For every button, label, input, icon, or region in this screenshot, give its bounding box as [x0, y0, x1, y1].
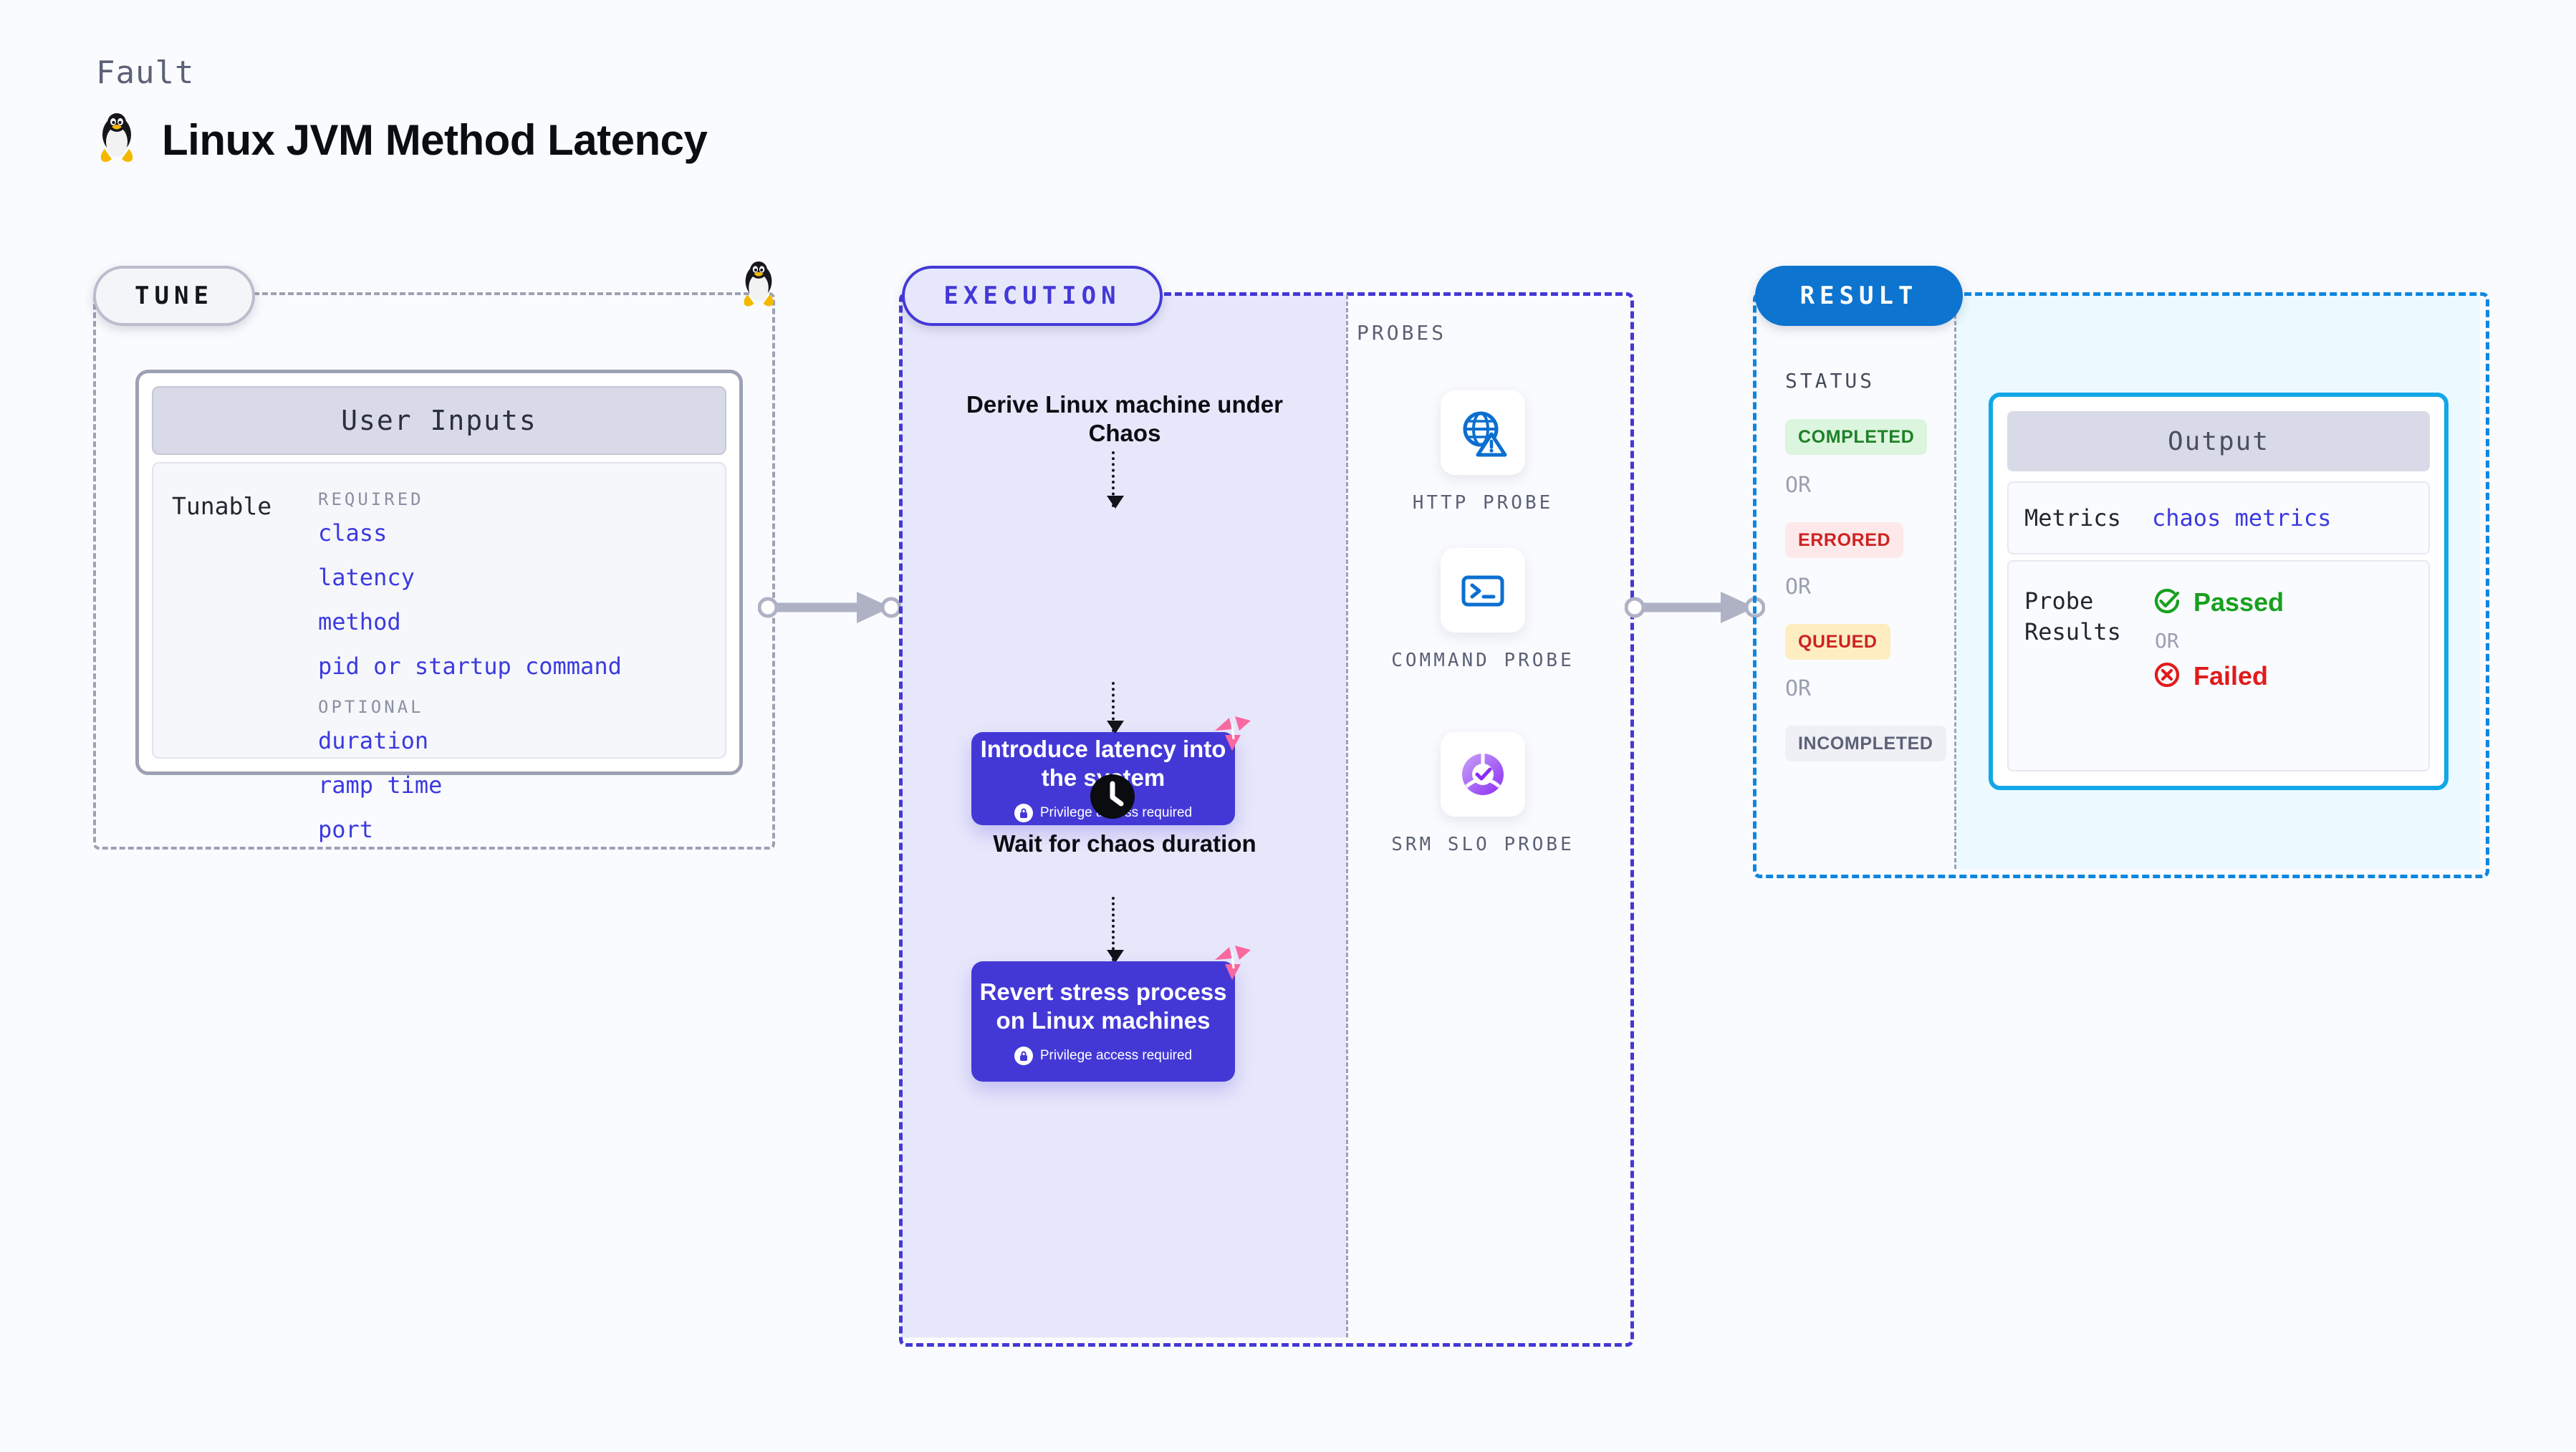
verdict-passed: Passed: [2152, 586, 2284, 619]
tunable-item-duration[interactable]: duration: [318, 727, 429, 754]
user-inputs-body: Tunable REQUIRED class latency method pi…: [152, 462, 726, 843]
verdict-or-label: OR: [2155, 629, 2179, 653]
user-inputs-card: User Inputs Tunable REQUIRED class laten…: [135, 370, 743, 843]
terminal-icon: [1441, 548, 1525, 633]
probe-caption: HTTP PROBE: [1412, 492, 1554, 514]
tunable-row-label: Tunable: [172, 492, 272, 520]
probes-section-label: PROBES: [1357, 321, 1447, 345]
probe-results-label: Probe Results: [2024, 587, 2121, 646]
litmus-chaos-icon: [1211, 713, 1255, 755]
lock-icon: [1014, 803, 1033, 822]
metrics-row: Metrics chaos metrics: [2007, 481, 2430, 554]
probe-caption: COMMAND PROBE: [1391, 650, 1575, 671]
status-badge-errored: ERRORED: [1785, 522, 1904, 558]
arrow-right-icon: [1624, 587, 1766, 630]
x-circle-icon: [2152, 660, 2182, 693]
required-group-heading: REQUIRED: [318, 489, 424, 509]
probes-divider: [1346, 295, 1348, 1337]
optional-group-heading: OPTIONAL: [318, 697, 424, 717]
execution-step-wait: Wait for chaos duration: [993, 830, 1256, 857]
status-or-label: OR: [1785, 473, 1812, 498]
tune-stage-pill[interactable]: TUNE: [93, 266, 255, 326]
probe-item-srm-slo[interactable]: SRM SLO PROBE: [1361, 732, 1605, 857]
clock-icon: [1090, 774, 1135, 819]
verdict-failed: Failed: [2152, 660, 2284, 693]
output-header: Output: [2007, 411, 2430, 471]
execution-stage-region: [899, 292, 1634, 1347]
tunable-item-method[interactable]: method: [318, 608, 401, 635]
tunable-item-class[interactable]: class: [318, 519, 388, 547]
status-badge-incompleted: INCOMPLETED: [1785, 726, 1946, 761]
status-badge-queued: QUEUED: [1785, 624, 1890, 660]
result-stage-region: [1753, 292, 2489, 878]
tux-penguin-icon: [739, 261, 778, 313]
verdict-failed-label: Failed: [2193, 661, 2269, 691]
status-section-label: STATUS: [1785, 369, 1875, 393]
arrow-right-icon: [757, 587, 902, 630]
tunable-item-pid-or-startup-command[interactable]: pid or startup command: [318, 653, 622, 680]
status-or-label: OR: [1785, 574, 1812, 600]
probe-caption: SRM SLO PROBE: [1391, 834, 1575, 855]
probe-item-http[interactable]: HTTP PROBE: [1361, 390, 1605, 516]
page-title: Linux JVM Method Latency: [162, 115, 708, 164]
litmus-chaos-icon: [1211, 943, 1255, 984]
execution-node-revert-stress[interactable]: Revert stress process on Linux machines …: [971, 946, 1251, 1082]
page-title-row: Linux JVM Method Latency: [96, 113, 708, 166]
tunable-item-latency[interactable]: latency: [318, 564, 415, 591]
execution-step-derive: Derive Linux machine under Chaos: [966, 391, 1283, 447]
fault-eyebrow-label: Fault: [96, 54, 195, 91]
verdict-passed-label: Passed: [2193, 587, 2284, 617]
node-title: Revert stress process on Linux machines: [979, 979, 1227, 1034]
result-divider: [1954, 295, 1956, 869]
tunable-item-ramp-time[interactable]: ramp time: [318, 771, 443, 799]
probe-results-row: Probe Results Passed OR: [2007, 560, 2430, 771]
slo-check-icon: [1441, 732, 1525, 817]
status-or-label: OR: [1785, 676, 1812, 701]
result-stage-pill[interactable]: RESULT: [1755, 266, 1963, 326]
probe-item-command[interactable]: COMMAND PROBE: [1361, 548, 1605, 673]
tunable-item-port[interactable]: port: [318, 816, 374, 843]
flow-arrow-icon: [1107, 682, 1124, 734]
lock-icon: [1014, 1046, 1033, 1065]
privilege-note-row: Privilege access required: [1014, 1046, 1193, 1065]
metrics-label: Metrics: [2024, 504, 2121, 532]
tux-penguin-icon: [96, 113, 138, 166]
output-card: Output Metrics chaos metrics Probe Resul…: [1989, 393, 2448, 790]
privilege-note-text: Privilege access required: [1039, 1047, 1193, 1063]
flow-arrow-icon: [1107, 451, 1124, 509]
execution-stage-pill[interactable]: EXECUTION: [902, 266, 1163, 326]
status-badge-completed: COMPLETED: [1785, 419, 1928, 455]
tunable-groups: REQUIRED class latency method pid or sta…: [318, 463, 622, 843]
metrics-value[interactable]: chaos metrics: [2152, 504, 2332, 532]
check-circle-icon: [2152, 586, 2182, 619]
globe-warning-icon: [1441, 390, 1525, 475]
tune-stage-region: [93, 292, 775, 850]
probe-verdicts: Passed OR Failed: [2152, 586, 2284, 770]
user-inputs-header: User Inputs: [152, 386, 726, 455]
flow-arrow-icon: [1107, 897, 1124, 963]
